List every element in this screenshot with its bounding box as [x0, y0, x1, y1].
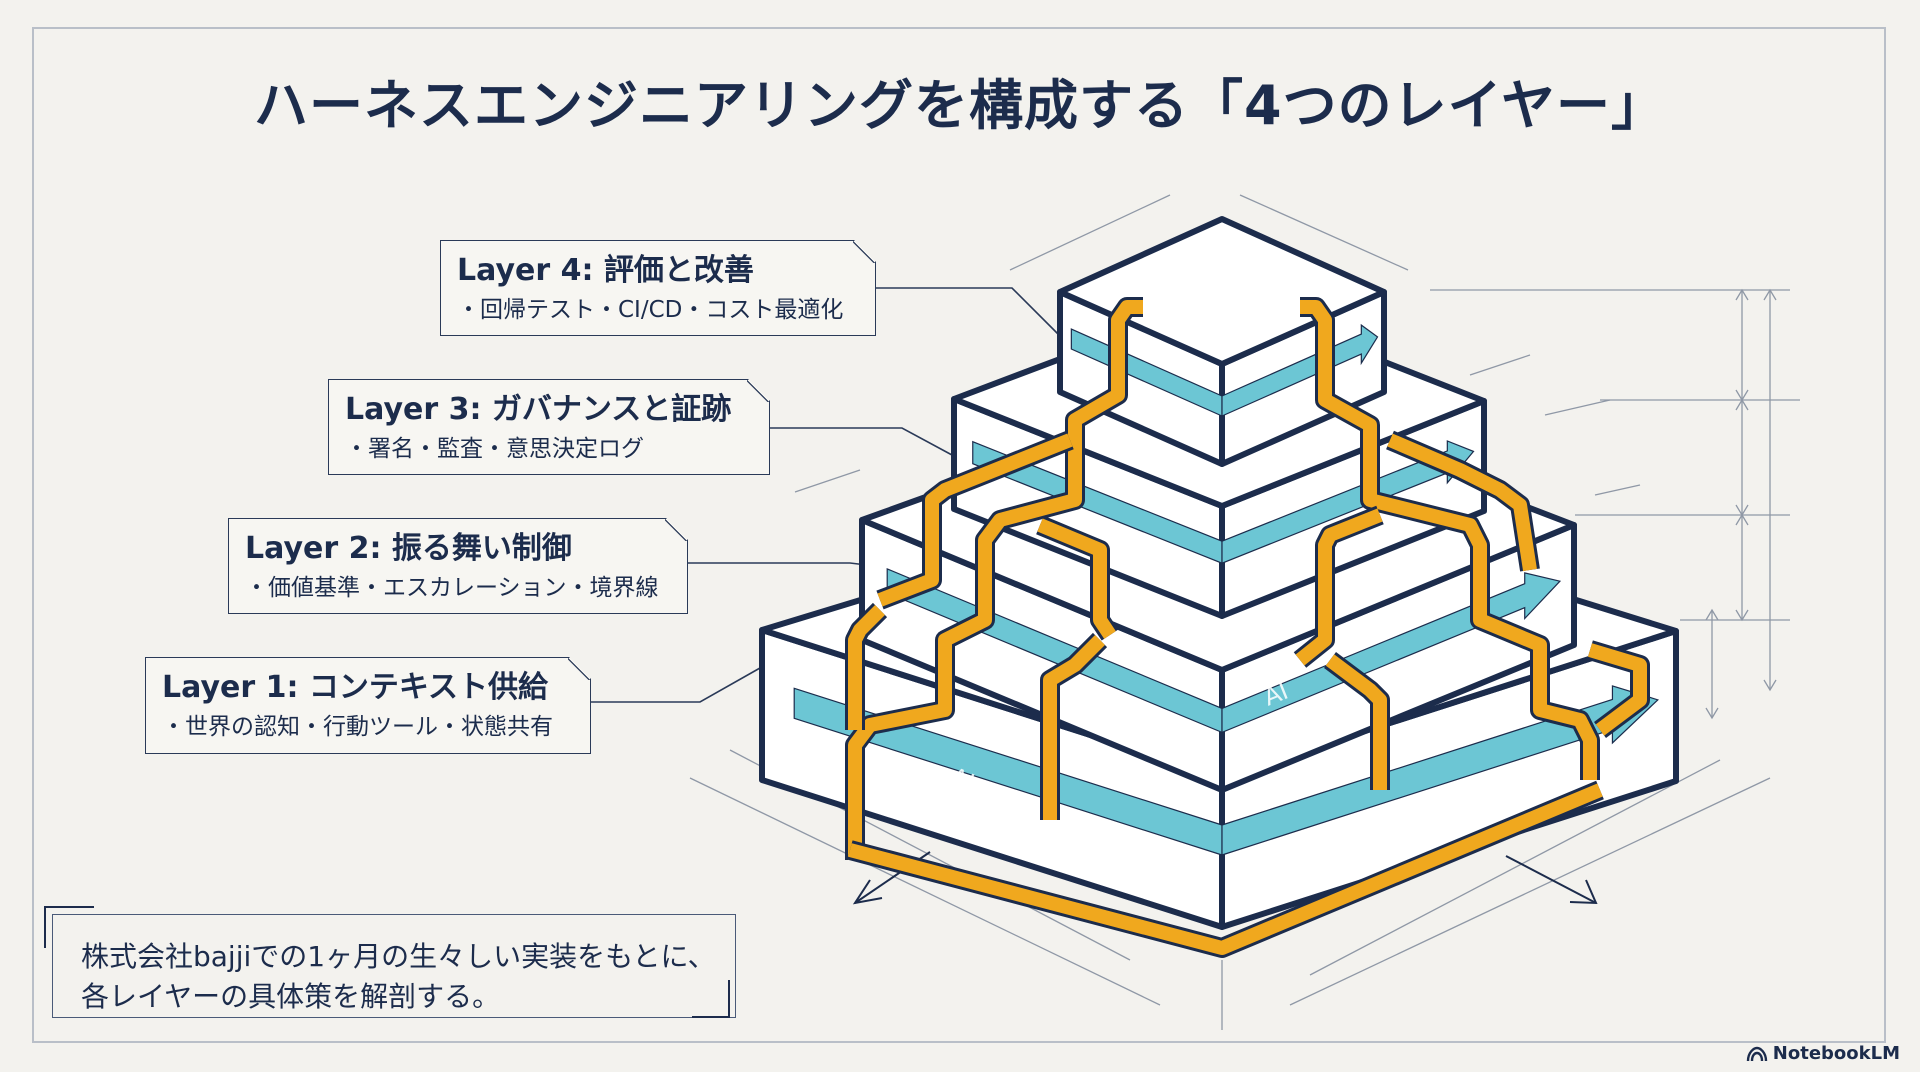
signal-path	[848, 300, 1143, 860]
guide-line	[1239, 194, 1409, 271]
axis-arrow-left-head	[852, 879, 883, 905]
tier-band-right-arrow	[1221, 323, 1379, 417]
dimension-arrowheads	[1763, 288, 1777, 692]
callout-layer-2: Layer 2: 振る舞い制御 ・価値基準・エスカレーション・境界線	[228, 518, 688, 614]
signal-path	[1300, 300, 1597, 780]
summary-bracket-bottom-right	[692, 980, 730, 1018]
signal-path	[1037, 518, 1116, 639]
guide-line	[1009, 194, 1171, 271]
watermark-text: NotebookLM	[1772, 1043, 1900, 1064]
page-title: ハーネスエンジニアリングを構成する「4つのレイヤー」	[254, 74, 1666, 137]
axis-arrow-right-head	[1569, 879, 1598, 905]
callout-bullets: ・世界の認知・行動ツール・状態共有	[162, 714, 553, 740]
callout-bullets: ・価値基準・エスカレーション・境界線	[245, 575, 659, 601]
signal-path	[848, 783, 1603, 955]
guide-line	[1594, 484, 1641, 496]
signal-path	[1387, 433, 1537, 572]
leader-line	[770, 427, 953, 456]
signal-path	[848, 605, 885, 730]
callout-layer-4: Layer 4: 評価と改善 ・回帰テスト・CI/CD・コスト最適化	[440, 240, 876, 336]
tier-4	[1057, 216, 1387, 467]
guide-line	[1309, 759, 1721, 976]
guide-line	[1469, 354, 1531, 376]
callout-title: Layer 3: ガバナンスと証跡	[345, 392, 732, 427]
summary-text: 株式会社bajjiでの1ヶ月の生々しい実装をもとに、 各レイヤーの具体策を解剖す…	[81, 940, 716, 1013]
signal-path	[1325, 654, 1387, 790]
callout-title: Layer 4: 評価と改善	[457, 253, 754, 288]
watermark: NotebookLM	[1746, 1043, 1900, 1064]
notebooklm-logo-icon	[1746, 1046, 1767, 1061]
dimension-arrowheads	[1735, 513, 1749, 622]
guide-line	[794, 469, 861, 493]
callout-title: Layer 1: コンテキスト供給	[162, 670, 548, 705]
signal-path	[1295, 508, 1383, 666]
leader-line	[591, 667, 761, 703]
summary-bracket-top-left	[44, 906, 94, 948]
slide-frame	[32, 27, 1886, 1043]
tier-face-top	[1057, 216, 1387, 367]
summary-box: 株式会社bajjiでの1ヶ月の生々しい実装をもとに、 各レイヤーの具体策を解剖す…	[52, 914, 736, 1018]
guide-line	[689, 777, 1161, 1006]
callout-bullets: ・署名・監査・意思決定ログ	[345, 436, 644, 462]
leader-line	[688, 562, 876, 567]
callout-layer-3: Layer 3: ガバナンスと証跡 ・署名・監査・意思決定ログ	[328, 379, 770, 475]
signal-paths	[845, 297, 1650, 958]
callout-title: Layer 2: 振る舞い制御	[245, 531, 572, 566]
callout-layer-1: Layer 1: コンテキスト供給 ・世界の認知・行動ツール・状態共有	[145, 657, 591, 754]
signal-path	[1043, 635, 1105, 820]
signal-path	[877, 433, 1073, 607]
tier-band-right-arrow	[1221, 685, 1659, 856]
leader-line	[876, 287, 1061, 337]
axis-arrow-right	[1505, 855, 1597, 904]
dimension-arrowheads	[1705, 608, 1719, 720]
callout-bullets: ・回帰テスト・CI/CD・コスト最適化	[457, 297, 844, 323]
signal-path	[1587, 643, 1647, 736]
guide-line	[1544, 399, 1611, 416]
guide-line	[1289, 777, 1771, 1006]
